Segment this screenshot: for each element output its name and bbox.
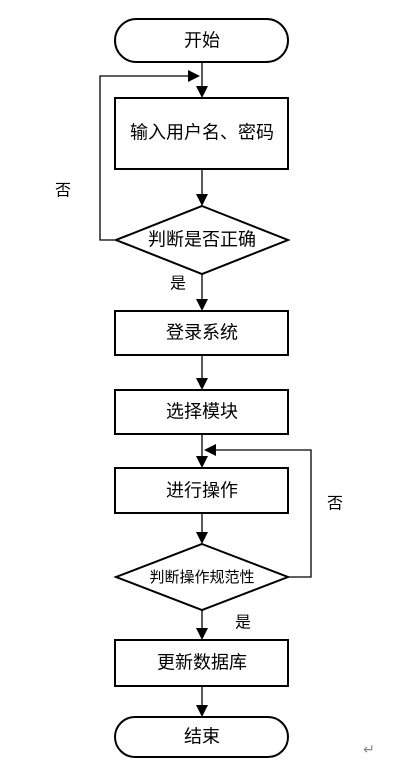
node-check-operation-label: 判断操作规范性 [149,568,254,586]
arrowhead-down [196,705,208,717]
node-end: 结束 [114,716,289,758]
node-select-module: 选择模块 [114,389,289,435]
node-perform-operation: 进行操作 [114,467,289,514]
arrowhead-right [188,70,200,82]
process-shape [114,97,289,170]
edge-operation-no-loop [214,449,312,578]
connectors [99,62,312,707]
node-login-system: 登录系统 [114,310,289,356]
decision-shape [113,204,291,276]
node-start-label: 开始 [184,31,220,52]
node-input-credentials: 输入用户名、密码 [114,97,289,170]
node-check-operation: 判断操作规范性 [113,542,291,612]
arrowhead-down [196,532,208,544]
arrowhead-down [196,378,208,390]
arrowhead-down [196,628,208,640]
edge-labels: 否 是 否 是 [55,181,343,632]
edge-label-credentials-yes: 是 [170,274,186,293]
terminal-shape [114,716,289,758]
edge-check-no-loop [99,75,190,241]
process-shape [114,639,289,687]
arrowhead-down [196,456,208,468]
edge-label-operation-no: 否 [327,494,343,513]
paragraph-mark-icon: ↵ [363,742,375,758]
arrowhead-left [204,444,216,456]
process-shape [114,389,289,435]
node-perform-operation-label: 进行操作 [166,481,238,502]
node-start: 开始 [114,18,289,63]
terminal-shape [114,18,289,63]
node-input-credentials-label: 输入用户名、密码 [130,123,274,144]
edge-label-credentials-no: 否 [55,181,71,200]
node-check-credentials-label: 判断是否正确 [148,230,256,251]
arrowhead-down [196,299,208,311]
process-shape [114,310,289,356]
decision-shape [113,542,291,612]
node-select-module-label: 选择模块 [166,402,238,423]
node-check-credentials: 判断是否正确 [113,204,291,276]
edge-label-operation-yes: 是 [235,613,251,632]
node-login-system-label: 登录系统 [166,323,238,344]
arrowhead-down [196,86,208,98]
arrowheads [188,70,216,717]
node-end-label: 结束 [184,727,220,748]
arrowhead-down [196,194,208,206]
node-update-database-label: 更新数据库 [157,653,247,674]
process-shape [114,467,289,514]
node-update-database: 更新数据库 [114,639,289,687]
